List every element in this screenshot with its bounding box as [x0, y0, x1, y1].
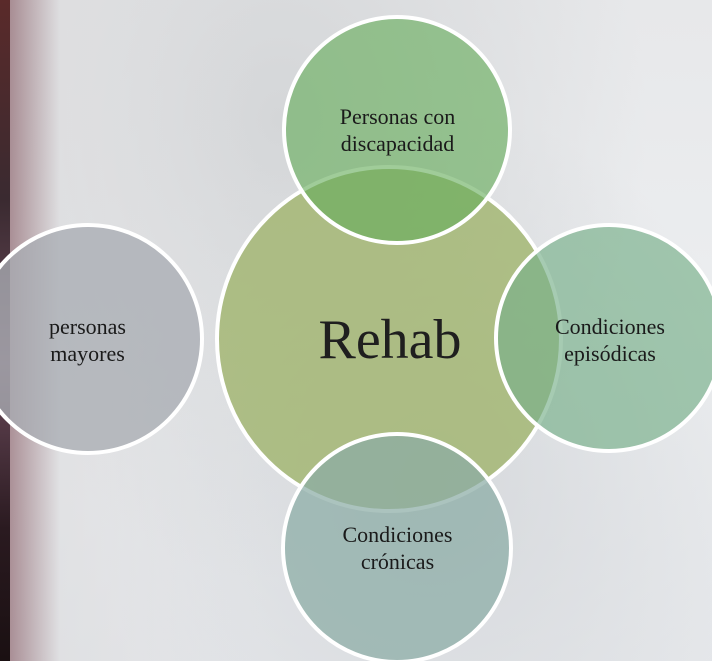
circle-personas-mayores	[0, 223, 204, 455]
label-rehab-text: Rehab	[318, 309, 462, 371]
label-personas-mayores: personas mayores	[5, 300, 170, 380]
label-right-line-1: Condiciones	[555, 313, 665, 339]
label-left-line-2: mayores	[50, 341, 125, 366]
label-left-line-1: personas	[49, 313, 126, 339]
label-top-line-1: Personas con	[339, 103, 456, 129]
label-rehab: Rehab	[295, 300, 485, 380]
circle-personas-con-discapacidad	[282, 15, 512, 245]
circle-condiciones-episodicas	[494, 223, 712, 453]
label-top-line-2: discapacidad	[340, 131, 455, 156]
label-condiciones-cronicas: Condiciones crónicas	[300, 508, 495, 588]
label-personas-con-discapacidad: Personas con discapacidad	[300, 90, 495, 170]
label-right-line-2: episódicas	[564, 341, 656, 366]
label-condiciones-episodicas: Condiciones episódicas	[515, 300, 705, 380]
label-bottom-line-2: crónicas	[360, 549, 435, 574]
circle-condiciones-cronicas	[281, 432, 513, 661]
label-bottom-line-1: Condiciones	[342, 521, 453, 547]
